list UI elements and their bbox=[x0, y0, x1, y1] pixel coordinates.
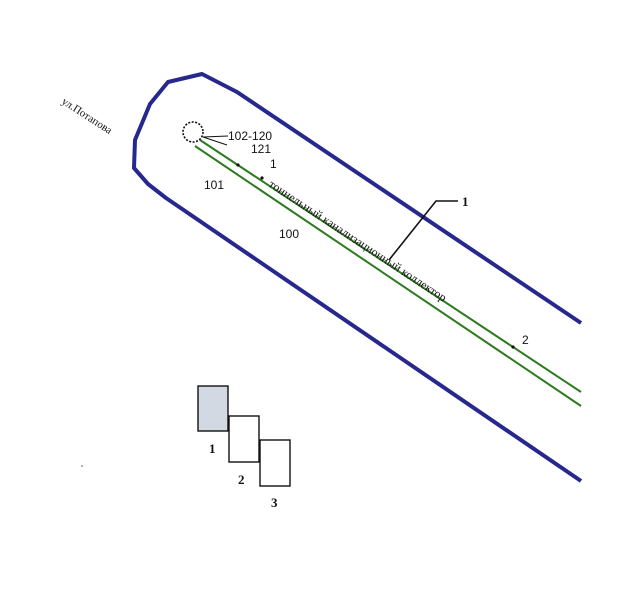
legend-box-1 bbox=[197, 385, 229, 432]
callout-leader bbox=[388, 200, 458, 261]
street-label: ул.Потапова bbox=[59, 95, 114, 136]
legend-box-3 bbox=[259, 439, 291, 487]
shaft-leader-2 bbox=[202, 136, 228, 146]
label-1: 1 bbox=[270, 157, 277, 171]
point-marker-2 bbox=[260, 176, 264, 180]
label-range: 102-120 bbox=[228, 129, 272, 143]
collector-line-top bbox=[199, 139, 582, 393]
map-speck bbox=[81, 465, 83, 467]
collector-line-bottom bbox=[194, 145, 582, 407]
point-marker-1 bbox=[236, 163, 240, 167]
legend-label-2: 2 bbox=[238, 472, 245, 487]
callout-number: 1 bbox=[462, 194, 469, 209]
label-121: 121 bbox=[251, 142, 271, 156]
legend-label-3: 3 bbox=[271, 495, 278, 510]
label-2: 2 bbox=[522, 333, 529, 347]
territory-boundary bbox=[132, 72, 583, 483]
point-marker-3 bbox=[511, 345, 515, 349]
shaft-leader-1 bbox=[202, 135, 229, 138]
label-100: 100 bbox=[279, 227, 299, 241]
legend-label-1: 1 bbox=[209, 441, 216, 456]
legend-box-2 bbox=[228, 415, 260, 463]
shaft-circle bbox=[182, 121, 204, 143]
label-101: 101 bbox=[204, 178, 224, 192]
